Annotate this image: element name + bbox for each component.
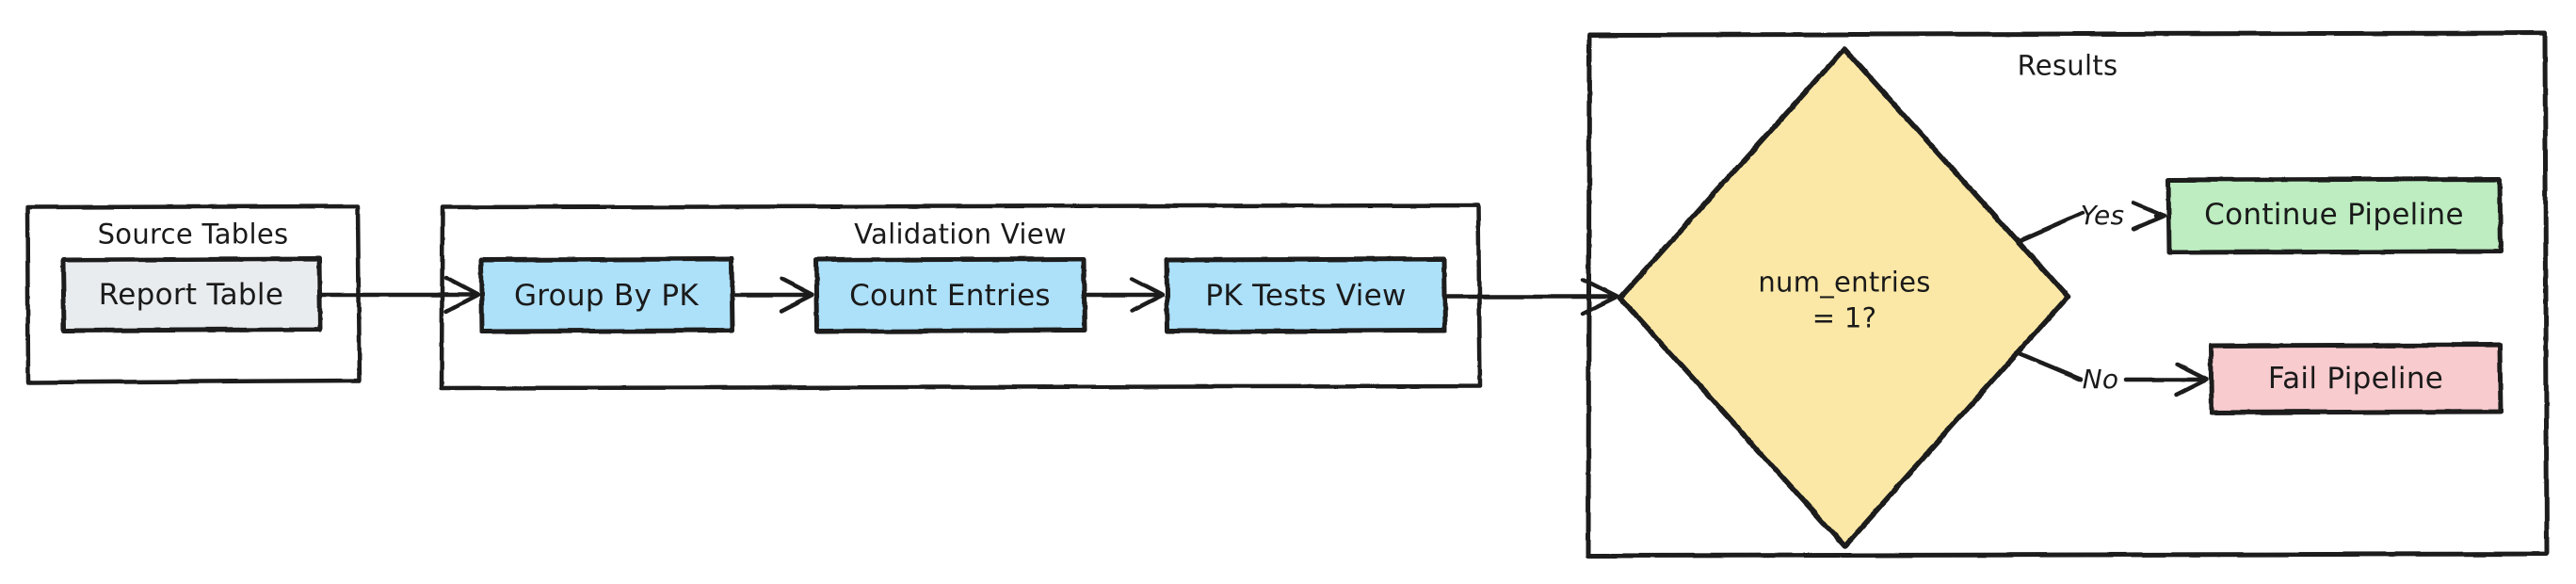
edge-arrowhead-decision-to-continue-pipeline: [2131, 200, 2167, 232]
edge-arrowhead-pk-tests-view-to-decision: [1580, 277, 1619, 316]
edge-arrowhead-decision-to-fail-pipeline: [2174, 362, 2210, 397]
edge-line-decision-to-fail-pipeline: [2015, 350, 2084, 382]
edge-line-decision-to-continue-pipeline: [2016, 210, 2085, 244]
edge-arrowhead-group-by-pk-to-count-entries: [779, 276, 815, 314]
node-shape-report-table: [60, 256, 323, 333]
group-border-results: [1586, 30, 2550, 559]
node-shape-pk-tests-view: [1164, 256, 1448, 334]
node-shape-num-entries-decision: [1618, 46, 2070, 549]
node-shape-continue-pipeline: [2165, 176, 2504, 255]
node-shape-fail-pipeline: [2208, 342, 2504, 415]
group-border-source-tables: [24, 203, 362, 385]
edge-arrowhead-count-entries-to-pk-tests-view: [1129, 276, 1166, 314]
group-border-validation-view: [439, 203, 1483, 391]
edge-arrowhead-report-table-to-group-by-pk: [443, 275, 481, 315]
node-shape-count-entries: [813, 256, 1087, 334]
node-shape-group-by-pk: [478, 256, 735, 334]
